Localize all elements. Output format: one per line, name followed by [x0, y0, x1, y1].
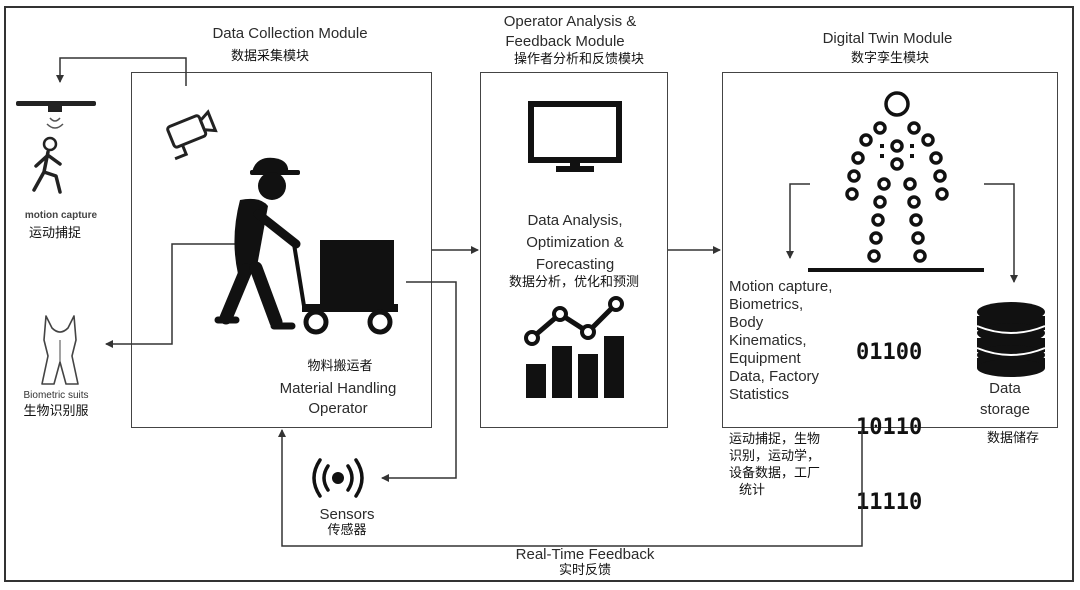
twin-data-item-cn: 统计 [739, 482, 766, 498]
biometric-suits-label-en: Biometric suits [23, 390, 89, 401]
digital-twin-skeleton-icon [808, 91, 984, 272]
twin-to-storage-arrow [984, 183, 1018, 283]
analysis-title-cn: 操作者分析和反馈模块 [513, 52, 644, 67]
motion-capture-label-en: motion capture [24, 210, 98, 221]
data-storage-label-1: Data [989, 380, 1021, 397]
connector-lines [56, 57, 1018, 547]
feedback-label-cn: 实时反馈 [558, 563, 611, 578]
analysis-text-2: Optimization & [526, 234, 624, 251]
sensors-label-cn: 传感器 [327, 523, 367, 538]
biometric-suits-label-cn: 生物识别服 [23, 404, 89, 419]
twin-data-item: Data, Factory [729, 368, 820, 385]
twin-data-item: Biometrics, [729, 296, 804, 313]
operator-to-biometric-arrow [105, 243, 236, 348]
twin-data-item: Equipment [729, 350, 801, 367]
sensors-label-en: Sensors [319, 506, 375, 523]
binary-row: 10110 [856, 415, 923, 440]
twin-data-list-cn: 运动捕捉，生物 识别，运动学， 设备数据，工厂 统计 [729, 432, 820, 500]
twin-data-item-cn: 运动捕捉，生物 [729, 432, 821, 447]
twin-title-cn: 数字孪生模块 [850, 51, 929, 66]
real-time-feedback-arrow [278, 429, 863, 547]
operator-label-en-2: Operator [308, 400, 368, 417]
diagram-frame [4, 6, 1074, 582]
twin-title-en: Digital Twin Module [822, 30, 953, 47]
analysis-title-line1: Operator Analysis & [503, 13, 637, 30]
cart-to-sensors-arrow [381, 281, 457, 482]
binary-row: 01100 [856, 340, 923, 365]
worker-icon [214, 157, 301, 330]
twin-data-item-cn: 设备数据，工厂 [729, 465, 821, 481]
sensor-icon [312, 458, 364, 498]
monitor-icon [528, 101, 622, 172]
twin-data-list-en: Motion capture, Biometrics, Body Kinemat… [729, 278, 832, 404]
twin-data-item: Statistics [729, 386, 790, 403]
feedback-label-en: Real-Time Feedback [515, 546, 655, 563]
analysis-text-1: Data Analysis, [527, 212, 623, 229]
data-storage-label-cn: 数据储存 [986, 431, 1039, 446]
twin-data-item: Motion capture, [729, 278, 833, 295]
twin-data-item: Kinematics, [729, 332, 807, 349]
cart-icon [292, 240, 398, 335]
collection-title-cn: 数据采集模块 [230, 49, 309, 64]
collection-title-en: Data Collection Module [212, 25, 368, 42]
data-storage-label-2: storage [979, 401, 1031, 418]
camera-icon [166, 109, 218, 161]
camera-to-motion-capture-arrow [56, 57, 187, 86]
analysis-text-cn: 数据分析，优化和预测 [508, 275, 639, 290]
motion-capture-label-cn: 运动捕捉 [28, 226, 81, 241]
motion-capture-icon [16, 101, 96, 194]
database-icon [976, 302, 1046, 377]
binary-data: 01100 10110 11110 [856, 290, 922, 540]
operator-label-cn: 物料搬运者 [307, 359, 373, 374]
twin-data-item: Body [729, 314, 764, 331]
analytics-chart-icon [524, 296, 624, 398]
analysis-text-3: Forecasting [535, 256, 615, 273]
binary-row: 11110 [856, 490, 923, 515]
twin-data-item-cn: 识别，运动学， [729, 448, 821, 464]
operator-label-en-1: Material Handling [279, 380, 397, 397]
analysis-title-line2: Feedback Module [505, 33, 625, 50]
twin-to-data-arrow [786, 183, 810, 259]
biometric-suit-icon [41, 315, 79, 385]
